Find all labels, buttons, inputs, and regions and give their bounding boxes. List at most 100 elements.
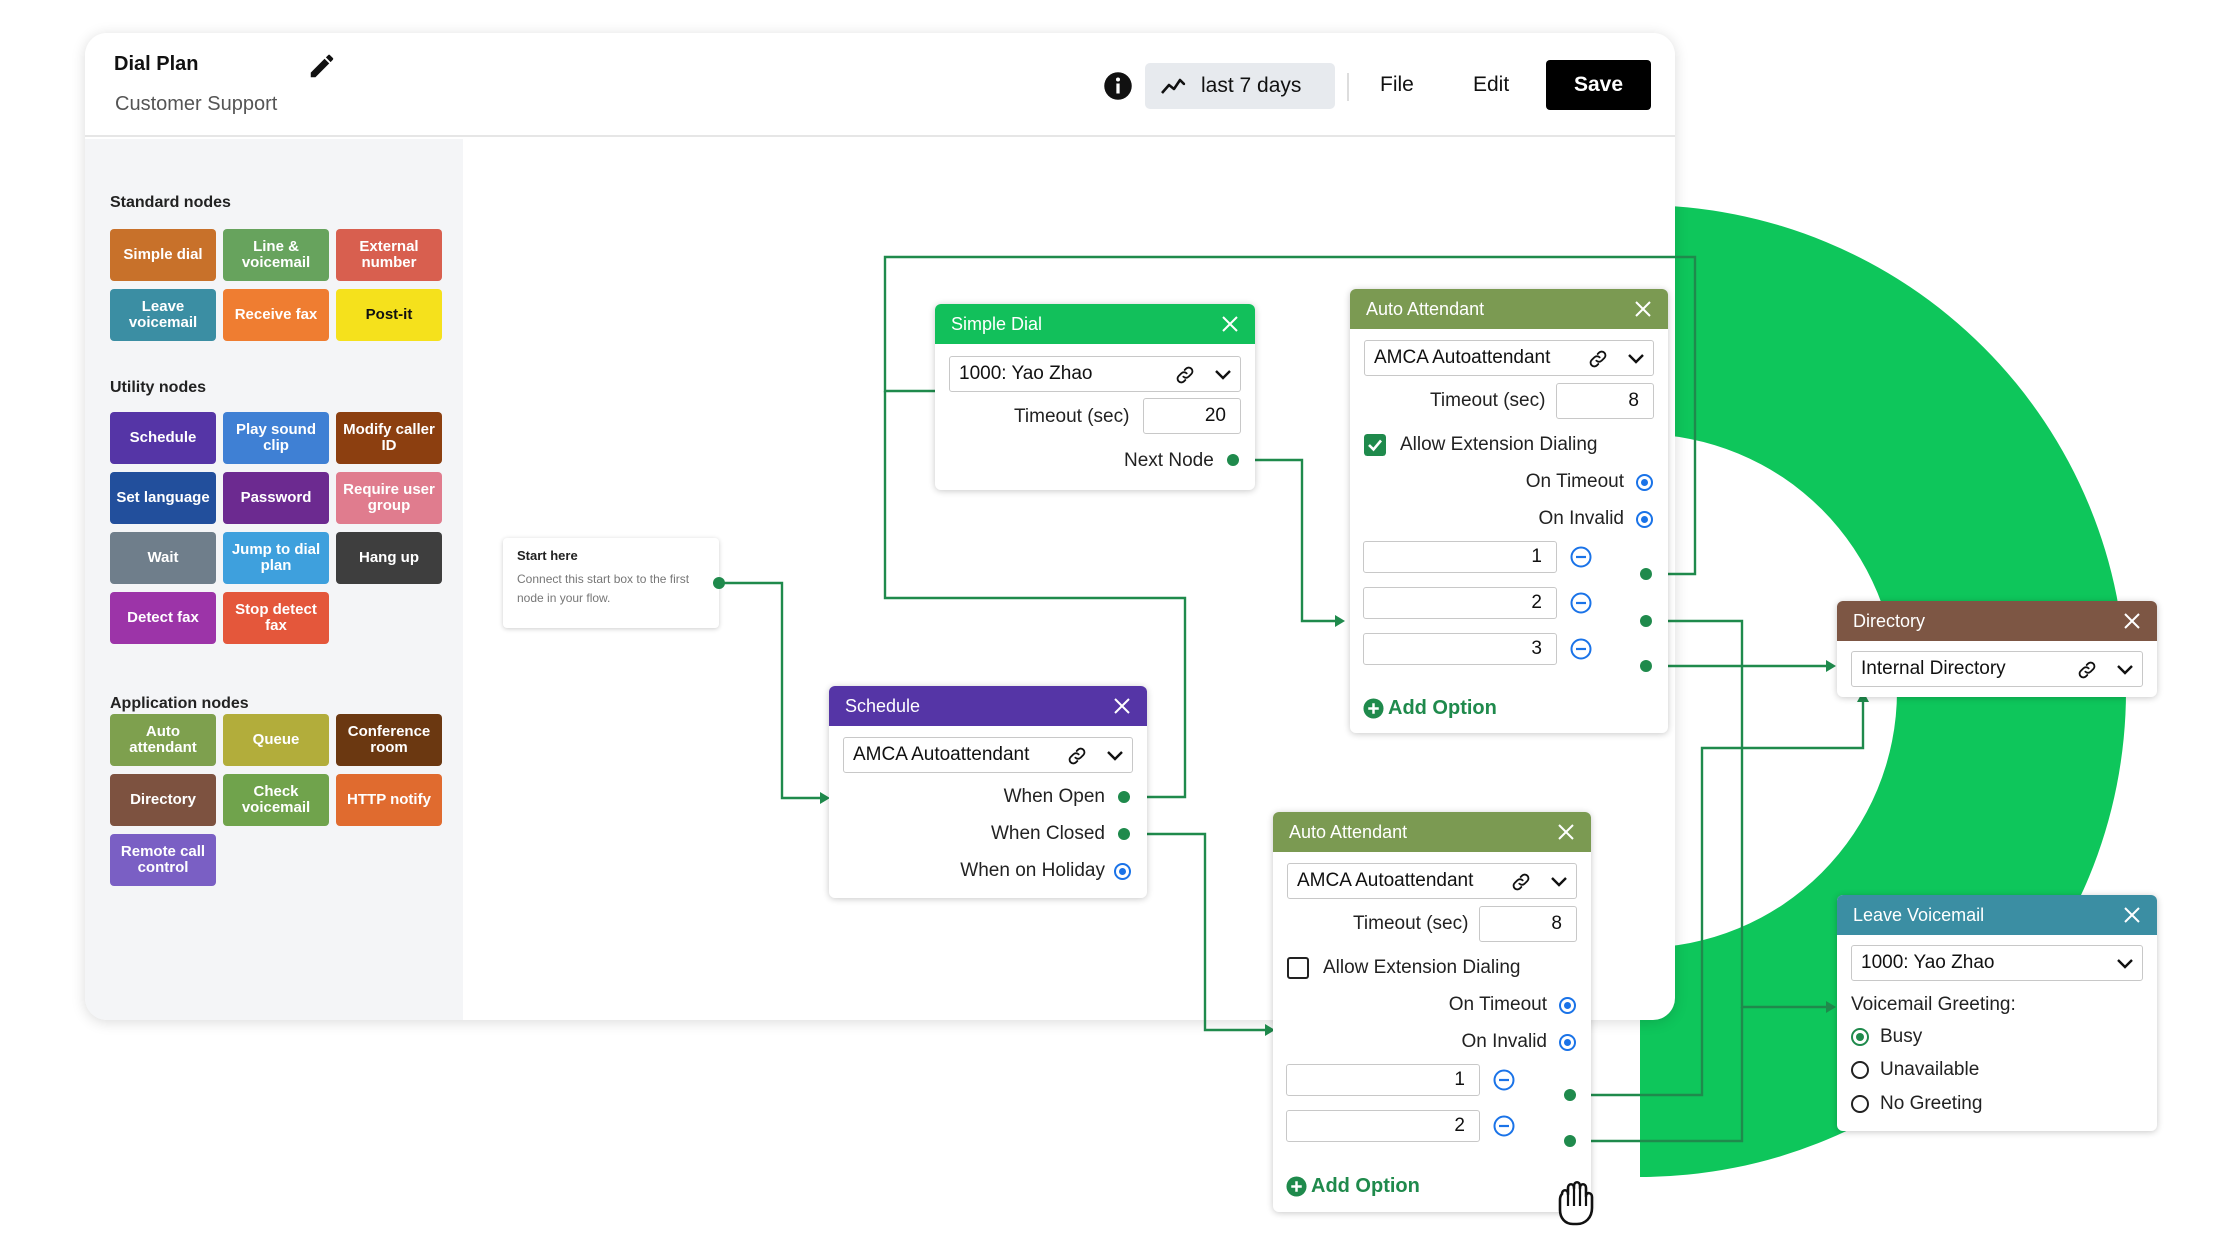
auto-attendant-node-1[interactable]: Auto Attendant AMCA Autoattendant Timeou… [1350, 289, 1668, 733]
timeout-label: Timeout (sec) [1014, 406, 1130, 427]
when-closed-port[interactable] [1118, 828, 1130, 840]
close-icon[interactable] [2123, 612, 2141, 630]
node-tile-stop-detect-fax[interactable]: Stop detect fax [223, 592, 329, 644]
directory-select[interactable]: Internal Directory [1851, 651, 2143, 687]
chevron-down-icon[interactable] [1106, 748, 1124, 764]
node-tile-leave-voicemail[interactable]: Leave voicemail [110, 289, 216, 341]
option-key-input[interactable]: 1 [1363, 541, 1557, 573]
node-tile-directory[interactable]: Directory [110, 774, 216, 826]
chevron-down-icon[interactable] [1214, 367, 1232, 383]
allow-extension-checkbox-unchecked[interactable] [1287, 957, 1309, 979]
chevron-down-icon[interactable] [2116, 956, 2134, 972]
node-tile-simple-dial[interactable]: Simple dial [110, 229, 216, 281]
remove-option-minus-icon[interactable] [1493, 1069, 1515, 1091]
auto-attendant-node-2[interactable]: Auto Attendant AMCA Autoattendant Timeou… [1273, 812, 1591, 1212]
aa2-option-1-port[interactable] [1564, 1089, 1576, 1101]
node-tile-remote-call-control[interactable]: Remote call control [110, 834, 216, 886]
auto-attendant-2-select[interactable]: AMCA Autoattendant [1287, 863, 1577, 899]
link-icon[interactable] [1174, 365, 1196, 385]
timeout-input[interactable]: 20 [1143, 398, 1241, 434]
link-icon[interactable] [1587, 349, 1609, 369]
directory-node[interactable]: Directory Internal Directory [1837, 601, 2157, 697]
node-tile-post-it[interactable]: Post-it [336, 289, 442, 341]
remove-option-minus-icon[interactable] [1570, 546, 1592, 568]
allow-extension-checkbox-checked[interactable] [1364, 434, 1386, 456]
close-icon[interactable] [1634, 300, 1652, 318]
save-button[interactable]: Save [1546, 60, 1651, 110]
node-tile-detect-fax[interactable]: Detect fax [110, 592, 216, 644]
link-icon[interactable] [2076, 660, 2098, 680]
aa1-option-2-port[interactable] [1640, 615, 1652, 627]
on-timeout-port[interactable] [1559, 997, 1576, 1014]
close-icon[interactable] [1557, 823, 1575, 841]
leave-voicemail-node[interactable]: Leave Voicemail 1000: Yao Zhao Voicemail… [1837, 895, 2157, 1131]
add-option-button[interactable]: Add Option [1363, 697, 1497, 720]
option-key-input[interactable]: 2 [1363, 587, 1557, 619]
when-closed-label: When Closed [990, 823, 1105, 844]
option-key-input[interactable]: 2 [1286, 1110, 1480, 1142]
close-icon[interactable] [2123, 906, 2141, 924]
schedule-select[interactable]: AMCA Autoattendant [843, 737, 1133, 773]
date-range-button[interactable]: last 7 days [1145, 63, 1335, 109]
start-node[interactable]: Start here Connect this start box to the… [503, 538, 719, 628]
on-invalid-port[interactable] [1559, 1034, 1576, 1051]
file-menu[interactable]: File [1380, 73, 1414, 96]
add-option-button[interactable]: Add Option [1286, 1175, 1420, 1198]
greeting-busy-radio[interactable] [1851, 1028, 1869, 1046]
node-tile-password[interactable]: Password [223, 472, 329, 524]
node-tile-http-notify[interactable]: HTTP notify [336, 774, 442, 826]
aa1-option-3-port[interactable] [1640, 660, 1652, 672]
timeout-input[interactable]: 8 [1479, 906, 1577, 942]
aa2-option-2-port[interactable] [1564, 1135, 1576, 1147]
node-tile-conference-room[interactable]: Conference room [336, 714, 442, 766]
node-tile-queue[interactable]: Queue [223, 714, 329, 766]
voicemail-mailbox-select[interactable]: 1000: Yao Zhao [1851, 945, 2143, 981]
schedule-node[interactable]: Schedule AMCA Autoattendant When Open Wh… [829, 686, 1147, 898]
node-tile-check-voicemail[interactable]: Check voicemail [223, 774, 329, 826]
node-tile-line-voicemail[interactable]: Line & voicemail [223, 229, 329, 281]
greeting-unavailable-radio[interactable] [1851, 1061, 1869, 1079]
page-title: Dial Plan [114, 53, 199, 75]
node-tile-hang-up[interactable]: Hang up [336, 532, 442, 584]
simple-dial-select[interactable]: 1000: Yao Zhao [949, 356, 1241, 392]
on-timeout-port[interactable] [1636, 474, 1653, 491]
when-holiday-port[interactable] [1114, 863, 1131, 880]
node-tile-require-user-group[interactable]: Require user group [336, 472, 442, 524]
node-tile-modify-caller-id[interactable]: Modify caller ID [336, 412, 442, 464]
when-open-port[interactable] [1118, 791, 1130, 803]
auto-attendant-1-select[interactable]: AMCA Autoattendant [1364, 340, 1654, 376]
node-tile-set-language[interactable]: Set language [110, 472, 216, 524]
node-tile-play-sound-clip[interactable]: Play sound clip [223, 412, 329, 464]
node-tile-external-number[interactable]: External number [336, 229, 442, 281]
simple-dial-node[interactable]: Simple Dial 1000: Yao Zhao Timeout (sec)… [935, 304, 1255, 490]
node-tile-wait[interactable]: Wait [110, 532, 216, 584]
edit-menu[interactable]: Edit [1473, 73, 1510, 96]
chevron-down-icon[interactable] [1550, 874, 1568, 890]
start-node-output-port[interactable] [713, 577, 725, 589]
greeting-none-label: No Greeting [1880, 1093, 1983, 1114]
remove-option-minus-icon[interactable] [1493, 1115, 1515, 1137]
remove-option-minus-icon[interactable] [1570, 638, 1592, 660]
close-icon[interactable] [1221, 315, 1239, 333]
node-tile-receive-fax[interactable]: Receive fax [223, 289, 329, 341]
link-icon[interactable] [1066, 746, 1088, 766]
leave-voicemail-title: Leave Voicemail [1853, 904, 1985, 925]
on-invalid-port[interactable] [1636, 511, 1653, 528]
greeting-none-radio[interactable] [1851, 1095, 1869, 1113]
remove-option-minus-icon[interactable] [1570, 592, 1592, 614]
aa1-option-1-port[interactable] [1640, 568, 1652, 580]
timeout-input[interactable]: 8 [1556, 383, 1654, 419]
next-node-port[interactable] [1227, 454, 1239, 466]
info-icon[interactable] [1103, 71, 1133, 101]
pencil-icon[interactable] [307, 51, 337, 81]
node-tile-schedule[interactable]: Schedule [110, 412, 216, 464]
node-tile-jump-to-dial-plan[interactable]: Jump to dial plan [223, 532, 329, 584]
link-icon[interactable] [1510, 872, 1532, 892]
option-key-input[interactable]: 3 [1363, 633, 1557, 665]
node-tile-auto-attendant[interactable]: Auto attendant [110, 714, 216, 766]
chevron-down-icon[interactable] [2116, 662, 2134, 678]
chevron-down-icon[interactable] [1627, 351, 1645, 367]
option-key-input[interactable]: 1 [1286, 1064, 1480, 1096]
directory-title: Directory [1853, 610, 1926, 631]
close-icon[interactable] [1113, 697, 1131, 715]
